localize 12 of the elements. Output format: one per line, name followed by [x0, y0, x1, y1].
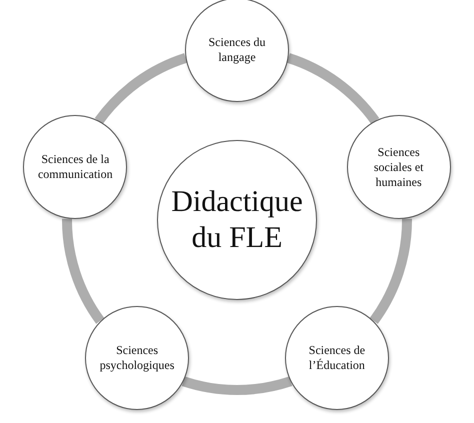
ring-connector [182, 376, 292, 395]
ring-connector [370, 218, 412, 324]
ring-connector [62, 218, 104, 324]
topic-label: Sciences du langage [208, 35, 266, 65]
topic-label: Sciences sociales et humaines [372, 144, 424, 190]
ring-connector [94, 53, 188, 124]
topic-label: Sciences de la communication [36, 152, 114, 182]
ring-connector [286, 53, 380, 124]
topic-label: Didactique du FLE [170, 184, 304, 256]
topic-label: Sciences de l’Éducation [308, 342, 366, 373]
topic-circle [185, 0, 289, 102]
topic-label: Sciences psychologiques [98, 342, 176, 373]
